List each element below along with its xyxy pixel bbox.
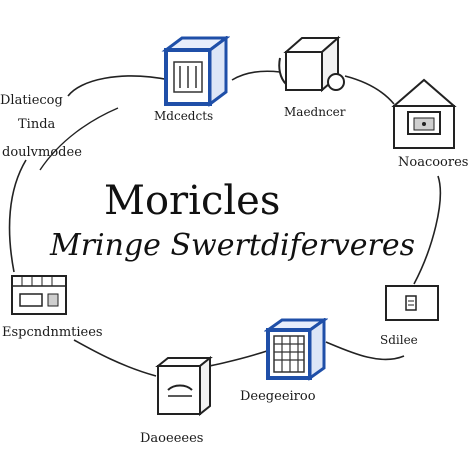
- node-label-bottom-left: Daoeeees: [140, 431, 204, 446]
- diagram-subtitle: Mringe Swertdiferveres: [50, 228, 416, 263]
- node-top-right-box: [276, 34, 348, 101]
- node-bottom-left: [154, 355, 216, 423]
- node-right-house: [384, 76, 466, 157]
- node-label-left-upper-line2: Tinda: [18, 117, 56, 132]
- node-bottom-cube: [263, 317, 329, 387]
- node-label-right-lower: Sdilee: [380, 333, 418, 347]
- diagram-title: Moricles: [104, 178, 281, 224]
- node-label-top-right-box: Maedncer: [284, 105, 346, 119]
- blue-rack-server-icon: [263, 317, 329, 381]
- node-label-left-upper-line3: doulvmodee: [2, 145, 82, 160]
- storage-unit-icon: [11, 275, 67, 315]
- device-panel-icon: [385, 285, 439, 321]
- node-label-top-cube: Mdcedcts: [154, 109, 214, 123]
- node-label-right-house: Noacoores: [398, 155, 469, 170]
- node-top-cube: [160, 35, 231, 113]
- node-label-bottom-cube: Deegeeiroo: [240, 389, 316, 404]
- node-right-lower: [384, 284, 442, 329]
- disk-drive-icon: [155, 355, 213, 417]
- house-monitor-icon: [391, 78, 457, 149]
- node-label-left-upper-line1: Dlatiecog: [0, 93, 63, 108]
- node-label-left-lower: Espcndnmtiees: [2, 325, 103, 340]
- node-left-lower: [8, 272, 72, 323]
- blue-cube-server-icon: [161, 35, 231, 107]
- open-box-icon: [278, 35, 345, 93]
